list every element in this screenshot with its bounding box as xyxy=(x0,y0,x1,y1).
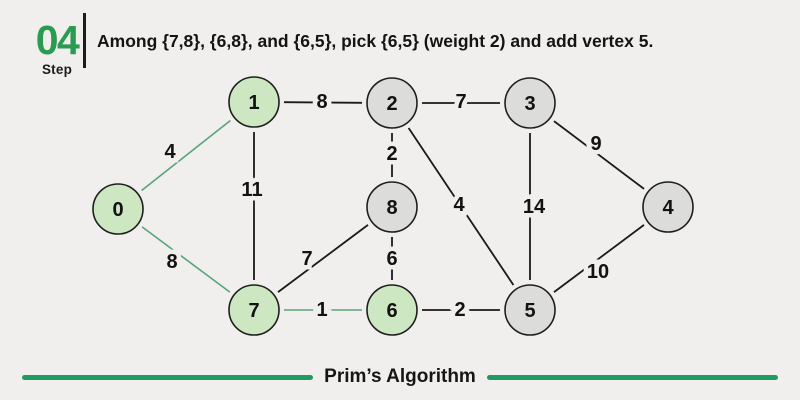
edge-0-1 xyxy=(141,119,231,192)
edge-weight-6-5: 2 xyxy=(454,299,465,321)
vertex-8-label: 8 xyxy=(386,197,397,219)
vertex-0-circle xyxy=(92,183,144,235)
vertex-1-circle xyxy=(228,76,280,128)
edge-weight-3-4: 9 xyxy=(590,133,601,155)
vertex-5-circle xyxy=(504,284,556,336)
vertex-5-label: 5 xyxy=(524,300,535,322)
vertex-1-label: 1 xyxy=(248,92,259,114)
edge-weight-0-1: 4 xyxy=(164,141,176,163)
edge-weight-7-6: 1 xyxy=(316,299,327,321)
step-number: 04 xyxy=(35,17,80,63)
step-label: Step xyxy=(41,61,73,77)
edge-weight-0-7: 8 xyxy=(166,251,177,273)
edge-weight-6-8: 6 xyxy=(386,248,397,270)
vertex-3-circle xyxy=(504,77,556,129)
edge-4-5 xyxy=(553,224,645,293)
edge-0-7 xyxy=(141,226,231,293)
step-description: Among {7,8}, {6,8}, and {6,5}, pick {6,5… xyxy=(97,30,654,51)
vertex-6-circle xyxy=(366,284,418,336)
step-indicator: 04 Step xyxy=(31,17,83,77)
edge-weight-2-5: 4 xyxy=(453,194,465,216)
edge-weight-7-8: 7 xyxy=(301,248,312,270)
edge-1-2 xyxy=(283,101,363,104)
footer-rule-left xyxy=(22,374,314,380)
vertex-2-label: 2 xyxy=(386,93,397,115)
vertex-4-label: 4 xyxy=(662,197,674,219)
vertex-6-label: 6 xyxy=(386,300,397,322)
header-divider xyxy=(83,13,86,68)
edge-weight-3-5: 14 xyxy=(523,196,546,218)
footer-rule-right xyxy=(486,374,778,380)
vertex-8-circle xyxy=(366,181,418,233)
footer: Prim’s Algorithm xyxy=(0,366,800,388)
edge-2-5 xyxy=(407,127,515,286)
edge-weight-4-5: 10 xyxy=(587,261,609,283)
edge-weight-1-7: 11 xyxy=(241,179,262,201)
edge-weight-2-8: 2 xyxy=(386,143,397,165)
vertex-7-label: 7 xyxy=(248,300,259,322)
edge-3-4 xyxy=(553,120,645,190)
step-header: 04 Step Among {7,8}, {6,8}, and {6,5}, p… xyxy=(0,0,800,82)
edge-weight-1-2: 8 xyxy=(316,91,327,113)
vertex-7-circle xyxy=(228,284,280,336)
vertex-3-label: 3 xyxy=(524,93,535,115)
vertex-2-circle xyxy=(366,77,418,129)
algorithm-title: Prim’s Algorithm xyxy=(324,366,476,387)
vertex-0-label: 0 xyxy=(112,199,123,221)
vertex-4-circle xyxy=(642,181,694,233)
edge-weight-2-3: 7 xyxy=(455,91,466,113)
edge-7-8 xyxy=(277,224,369,293)
